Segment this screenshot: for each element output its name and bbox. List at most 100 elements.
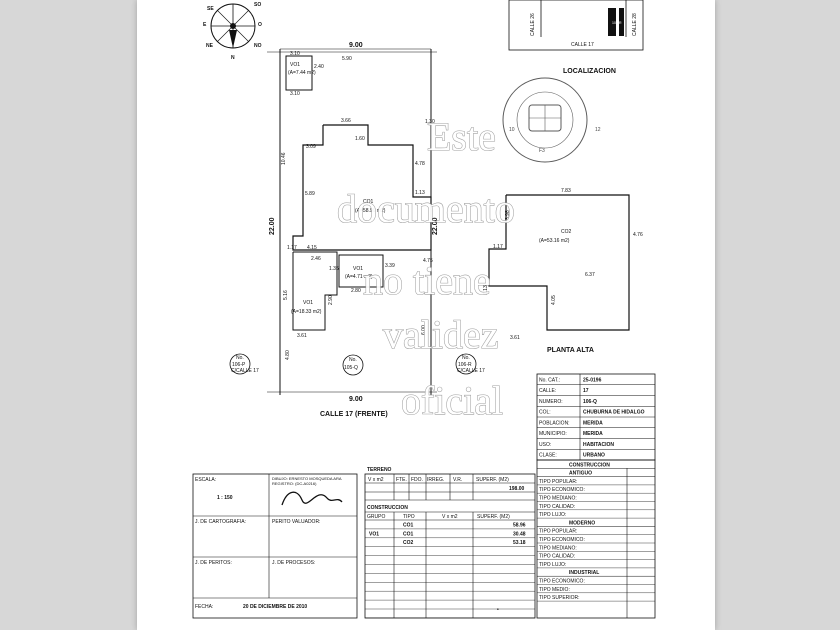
seal-right-number: 12 — [595, 127, 601, 133]
vo1-low-dim-2: 5.16 — [283, 290, 289, 300]
svg-text:No.: No. — [236, 355, 244, 361]
misc-dim-2: 4.80 — [285, 350, 291, 360]
misc-dim-1: 6.00 — [421, 325, 427, 335]
ctype-item: TIPO MEDIANO: — [539, 496, 577, 502]
vo1-low-dim-5: 1.17 — [287, 245, 297, 251]
vo1-top-area-value: (A=7.44 m2) — [288, 70, 316, 76]
vo1-top-area: VO1 (A=7.44 m2) 3.10 3.10 2.40 5.90 — [285, 51, 352, 97]
svg-text:oficial: oficial — [401, 378, 503, 423]
perito-label: PERITO VALUADOR: — [272, 519, 320, 525]
ctype-section-header: MODERNO — [569, 520, 595, 526]
co1-dim-8: 1.30 — [425, 119, 435, 125]
property-info-table: No. CAT.:25-0196CALLE:17NUMERO:106-QCOL:… — [536, 373, 656, 461]
info-value: HABITACION — [583, 442, 614, 448]
location-block-a: 106-R — [612, 21, 622, 25]
vo1-top-dim-top: 3.10 — [290, 51, 300, 57]
constr-superf: 53.18 — [513, 540, 526, 546]
svg-text:GRUPO: GRUPO — [367, 514, 385, 520]
constr-superf: 58.96 — [513, 522, 526, 528]
planta-alta-label: PLANTA ALTA — [547, 347, 594, 354]
constr-superf: 30.48 — [513, 531, 526, 537]
constr-tipo: CO1 — [403, 531, 414, 537]
co2-area-value: (A=53.16 m2) — [539, 238, 570, 244]
depth-left-label: 22.00 — [269, 217, 276, 235]
co1-dim-7: 10.46 — [281, 152, 287, 165]
svg-text:no tiene: no tiene — [363, 258, 491, 303]
compass-n: N — [231, 55, 235, 61]
svg-text:TIPO: TIPO — [403, 514, 415, 520]
co2-dim-left: 1.17 — [493, 244, 503, 250]
ctype-section-header: INDUSTRIAL — [569, 570, 599, 576]
vo1-mid-area-value: (A=4.71 m2) — [345, 274, 373, 280]
info-key: POBLACION: — [539, 420, 570, 426]
svg-text:No.: No. — [462, 355, 470, 361]
svg-text:V.R.: V.R. — [453, 477, 462, 483]
ctype-item: TIPO ECONOMICO: — [539, 579, 585, 585]
terreno-title: TERRENO — [367, 467, 392, 473]
info-key: COL: — [539, 410, 551, 416]
dibujo-value: DIBUJO: ERNESTO MOSQUEDA ARA — [272, 476, 342, 481]
ctype-section-header: ANTIGUO — [569, 471, 592, 477]
co2-area: CO2 (A=53.16 m2) 7.83 4.76 1.17 3.98 6.3… — [483, 188, 643, 341]
vo1-top-dim-bottom: 3.10 — [290, 91, 300, 97]
info-key: NUMERO: — [539, 399, 563, 405]
info-key: No. CAT.: — [539, 377, 560, 383]
signature-mark — [281, 491, 343, 506]
compass-so: SO — [254, 2, 261, 8]
co1-area-value: (A=58.96 m2) — [355, 208, 386, 214]
info-value: CHUBURNA DE HIDALGO — [583, 410, 645, 416]
svg-text:V x m2: V x m2 — [368, 477, 384, 483]
ctype-item: TIPO ECONOMICO: — [539, 487, 585, 493]
location-street-b: CALLE 28 — [632, 13, 638, 36]
ctype-item: TIPO LUJO: — [539, 562, 566, 568]
document-sheet: SE SO E O NE NO N 9.00 9.00 CALLE 17 (FR… — [137, 0, 715, 630]
peritos-label: J. DE PERITOS: — [195, 560, 232, 566]
constr-tipo: CO1 — [403, 522, 414, 528]
ctype-item: TIPO SUPERIOR: — [539, 595, 580, 601]
depth-right-label: 22.00 — [432, 217, 439, 235]
ctype-item: TIPO CALIDAD: — [539, 554, 575, 560]
vo1-top-dim-right: 5.90 — [342, 56, 352, 62]
compass-no: NO — [254, 43, 262, 49]
escala-value: 1 : 150 — [217, 495, 233, 501]
vo1-mid-name: VO1 — [353, 266, 363, 272]
co1-dim-1: 3.66 — [341, 118, 351, 124]
lot-marker-106p: No. 106-P C/CALLE 17 — [229, 353, 259, 375]
co2-dim-1: 4.05 — [551, 295, 557, 305]
svg-text:C/CALLE 17: C/CALLE 17 — [457, 368, 485, 374]
ctype-item: TIPO LUJO: — [539, 512, 566, 518]
ctype-item: TIPO POPULAR: — [539, 479, 577, 485]
fecha-value: 20 DE DICIEMBRE DE 2010 — [243, 604, 307, 610]
info-value: MERIDA — [583, 431, 603, 437]
vo1-mid-area: VO1 (A=4.71 m2) 3.39 1.35 2.80 4.75 — [329, 254, 433, 294]
vo1-low-area-value: (A=18.33 m2) — [291, 309, 322, 315]
lot-marker-106r: No. 106-R C/CALLE 17 — [455, 353, 485, 375]
vo1-low-dim-3: 2.90 — [328, 295, 334, 305]
construccion-table: CONSTRUCCION GRUPO TIPO V x m2 SUPERF. (… — [365, 505, 535, 619]
vo1-low-dim-1: 2.46 — [311, 256, 321, 262]
co1-dim-5: 5.89 — [305, 191, 315, 197]
compass-o: O — [258, 22, 262, 28]
info-key: CALLE: — [539, 388, 556, 394]
compass-rose: SE SO E O NE NO N — [203, 2, 262, 61]
location-street-top: CALLE 17 — [571, 42, 594, 48]
co1-dim-6: 1.13 — [415, 190, 425, 196]
compass-se: SE — [207, 6, 214, 12]
info-value: URBANO — [583, 453, 605, 459]
svg-text:FDO.: FDO. — [411, 477, 423, 483]
compass-ne: NE — [206, 43, 214, 49]
info-value: 17 — [583, 388, 589, 394]
vo1-low-name: VO1 — [303, 300, 313, 306]
ctype-item: TIPO MEDIANO: — [539, 545, 577, 551]
ctype-item: TIPO ECONOMICO: — [539, 537, 585, 543]
fecha-label: FECHA: — [195, 604, 213, 610]
co2-dim-right: 4.76 — [633, 232, 643, 238]
svg-text:V x m2: V x m2 — [442, 514, 458, 520]
vo1-top-name: VO1 — [290, 62, 300, 68]
street-label: CALLE 17 (FRENTE) — [320, 411, 388, 418]
info-value: MERIDA — [583, 420, 603, 426]
cartografia-label: J. DE CARTOGRAFIA: — [195, 519, 246, 525]
vo1-mid-dim-1: 3.39 — [385, 263, 395, 269]
co1-dim-4: 4.78 — [415, 161, 425, 167]
